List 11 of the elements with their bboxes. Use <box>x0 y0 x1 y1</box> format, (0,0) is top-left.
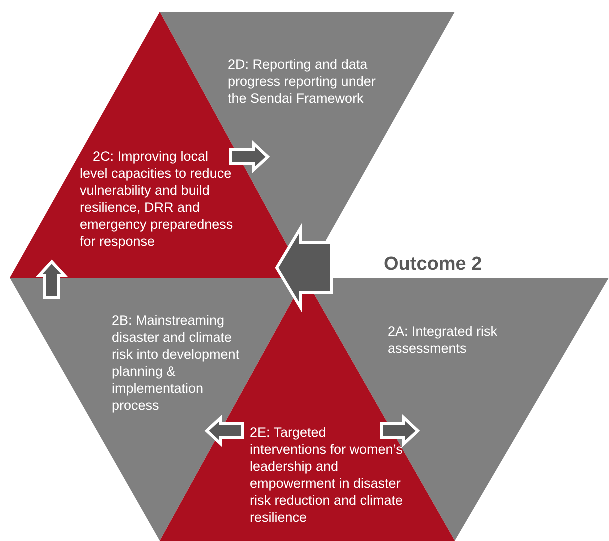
segment-text: 2C: Improving local level capacities to reduce vulnerability and build resilience, DRR and emergency preparedness for response <box>80 148 234 250</box>
block-arrow <box>380 414 420 448</box>
segment-text: 2B: Mainstreaming disaster and climate risk into development planning & implementation process <box>112 312 241 414</box>
block-arrow <box>36 260 68 300</box>
block-arrow <box>204 414 244 448</box>
segment-text: 2A: Integrated risk assessments <box>388 323 499 357</box>
outcome-heading: Outcome 2 <box>384 254 482 276</box>
segment-text: 2E: Targeted interventions for women’s leadership and empowerment in disaster risk reduction and climate resilience <box>250 424 404 526</box>
block-arrow <box>275 222 334 314</box>
segment-text: 2D: Reporting and data progress reporting under the Sendai Framework <box>228 56 377 107</box>
block-arrow <box>230 140 270 174</box>
